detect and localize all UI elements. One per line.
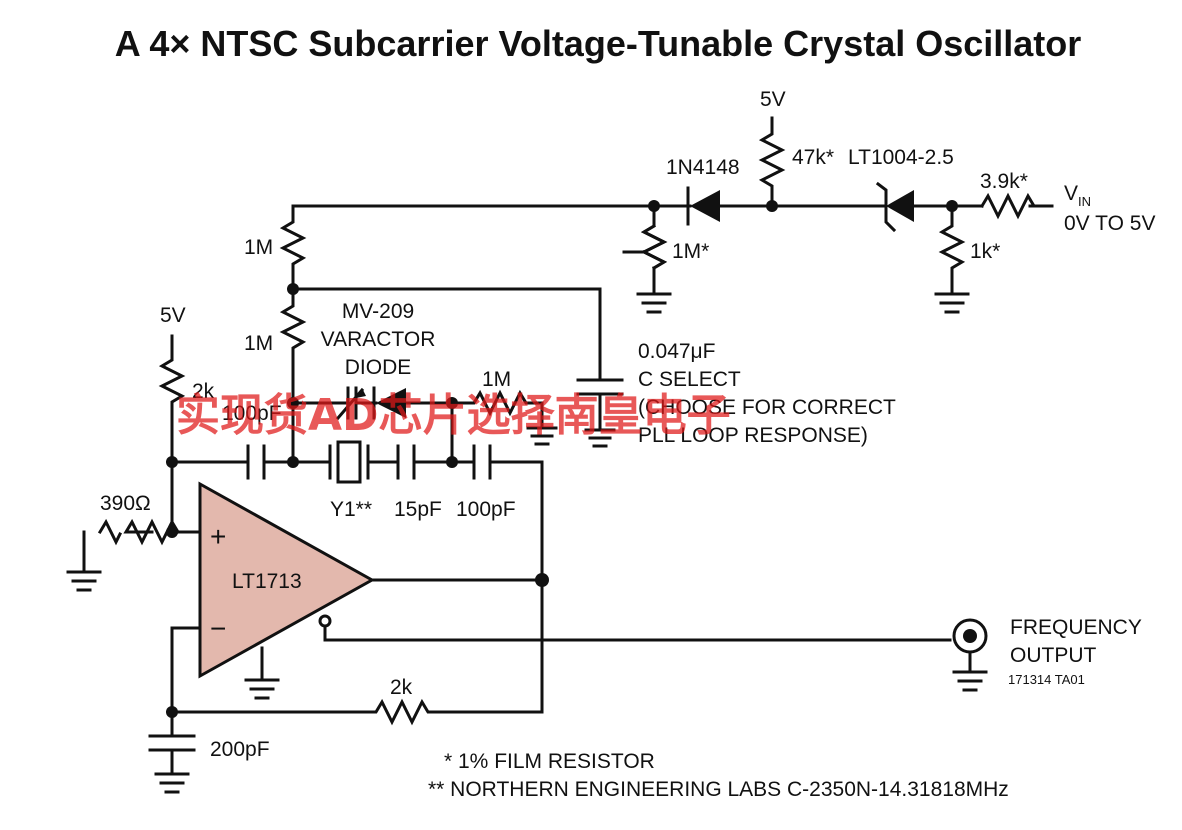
label-1m-upper: 1M [244, 236, 273, 259]
resistor-390 [97, 518, 123, 546]
label-varactor-3: DIODE [345, 356, 412, 379]
figure-code: 171314 TA01 [1008, 672, 1085, 687]
label-3-9k: 3.9k* [980, 170, 1028, 193]
resistor-47k [758, 116, 786, 208]
label-047uf: 0.047μF [638, 340, 715, 363]
ground-symbol [66, 570, 102, 592]
crystal-y1 [328, 440, 370, 484]
capacitor-200pf [148, 734, 196, 752]
diode-1n4148 [678, 186, 720, 226]
varactor-branch [291, 386, 558, 468]
label-15pf: 15pF [394, 498, 442, 521]
label-pll: PLL LOOP RESPONSE) [638, 424, 868, 447]
label-1m-lower: 1M [244, 332, 273, 355]
ground-symbol [526, 426, 558, 446]
label-390: 390Ω [100, 492, 151, 515]
label-varactor-2: VARACTOR [321, 328, 436, 351]
ground-symbol [244, 678, 280, 700]
feedback-network [148, 578, 544, 794]
varactor-diode-mv209 [335, 386, 406, 421]
ground-symbol [154, 772, 190, 794]
label-5v-top: 5V [760, 88, 786, 111]
divider-chain [279, 204, 624, 468]
label-opamp: LT1713 [232, 570, 302, 593]
label-100pf-right: 100pF [456, 498, 516, 521]
resistor-2k-bottom [170, 578, 544, 726]
label-vin-range: 0V TO 5V [1064, 212, 1155, 235]
capacitor-100pf-left [246, 444, 266, 480]
reference-lt1004 [875, 181, 914, 233]
opamp-lt1713 [170, 481, 952, 714]
resistor-1m-varactor [450, 389, 544, 428]
ground-symbol [934, 292, 970, 314]
capacitor-15pf [396, 444, 416, 480]
ground-symbol [952, 670, 988, 692]
label-vin: VIN [1064, 182, 1091, 209]
label-c-select: C SELECT [638, 368, 741, 391]
label-5v-left: 5V [160, 304, 186, 327]
label-opamp-plus: + [210, 521, 226, 552]
label-frequency: FREQUENCY [1010, 616, 1142, 639]
label-47k: 47k* [792, 146, 834, 169]
opamp-body [198, 481, 376, 679]
resistor-1m-star [622, 204, 668, 294]
label-1m-varactor: 1M [482, 368, 511, 391]
resistor-1k-star [938, 204, 966, 296]
label-2k-bottom: 2k [390, 676, 413, 699]
label-varactor-1: MV-209 [342, 300, 414, 323]
label-opamp-minus: − [210, 613, 226, 644]
watermark-text: 实现货AD芯片选择南皇电子 [176, 390, 731, 441]
positive-input-network [66, 334, 202, 592]
label-1k-star: 1k* [970, 240, 1000, 263]
label-lt1004: LT1004-2.5 [848, 146, 954, 169]
note-film-resistor: * 1% FILM RESISTOR [444, 750, 655, 773]
ground-symbol [636, 266, 672, 314]
capacitor-100pf-right [472, 444, 492, 480]
diagram-title: A 4× NTSC Subcarrier Voltage-Tunable Cry… [115, 23, 1082, 64]
label-100pf-left: 100pF [222, 402, 282, 425]
capacitor-0-047uf [576, 378, 624, 448]
label-output: OUTPUT [1010, 644, 1097, 667]
label-2k-top: 2k [192, 380, 215, 403]
resistor-3-9k [979, 192, 1037, 220]
label-200pf: 200pF [210, 738, 270, 761]
top-bias-chain [291, 116, 1054, 314]
frequency-output-connector [952, 618, 988, 692]
label-crystal: Y1** [330, 498, 372, 521]
note-crystal-part: ** NORTHERN ENGINEERING LABS C-2350N-14.… [428, 778, 1009, 801]
resistor-2k-top [158, 334, 186, 534]
label-choose: (CHOOSE FOR CORRECT [638, 396, 896, 419]
label-1n4148: 1N4148 [666, 156, 740, 179]
label-1m-star: 1M* [672, 240, 709, 263]
